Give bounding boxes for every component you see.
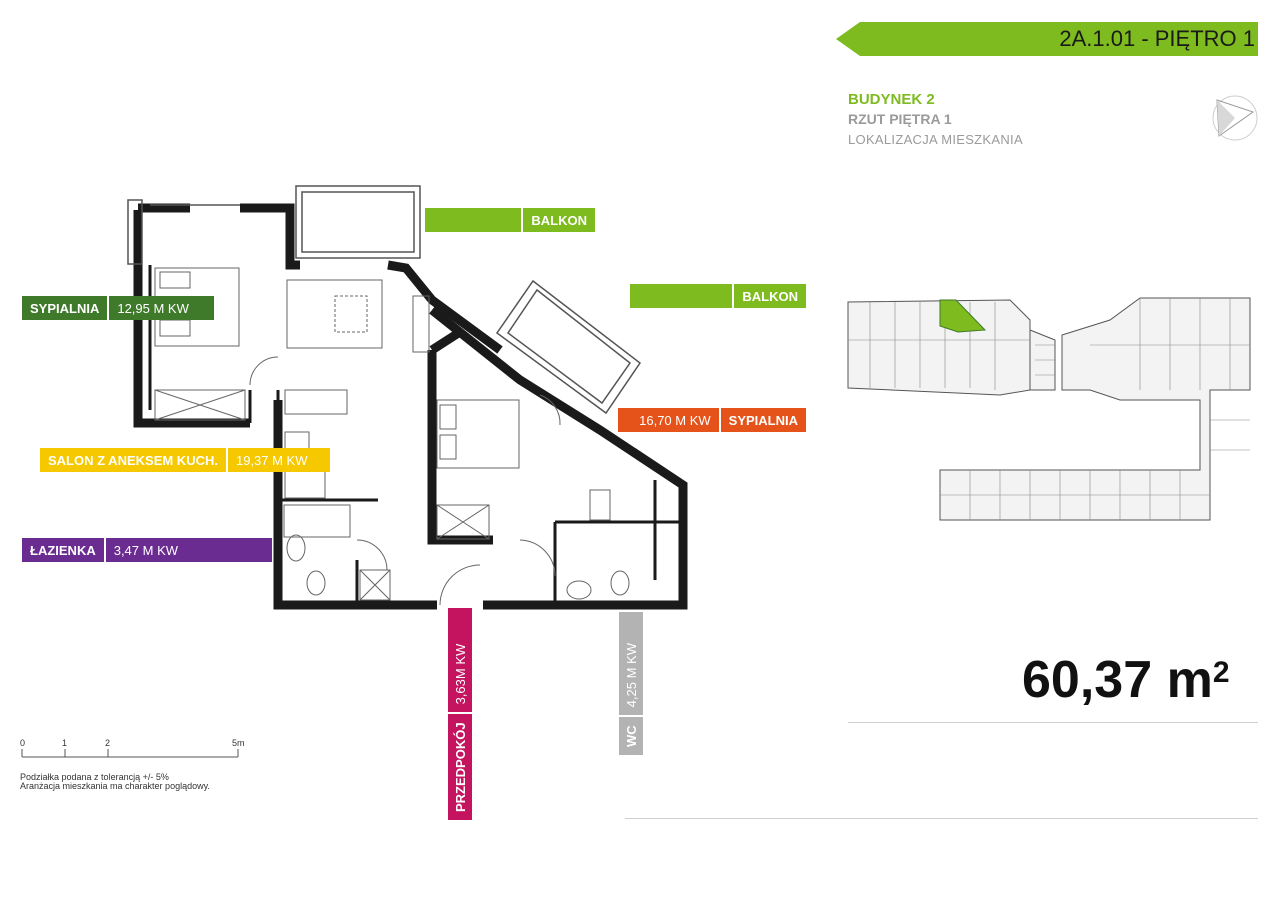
arrangement-note: Aranżacja mieszkania ma charakter pogląd… bbox=[20, 781, 210, 791]
location-label: LOKALIZACJA MIESZKANIA bbox=[848, 132, 1023, 147]
site-plan-map bbox=[847, 297, 1251, 521]
tolerance-note: Podziałka podana z tolerancją +/- 5% bbox=[20, 772, 169, 782]
divider bbox=[848, 722, 1258, 723]
divider-bottom bbox=[625, 818, 1258, 819]
scale-tick-2: 2 bbox=[105, 738, 111, 748]
floor-plan-title: RZUT PIĘTRA 1 bbox=[848, 111, 952, 127]
tag-salon: SALON Z ANEKSEM KUCH.19,37 M KW bbox=[40, 448, 330, 472]
apartment-location-highlight bbox=[939, 299, 987, 333]
scale-tick-0: 0 bbox=[20, 738, 26, 748]
compass-icon bbox=[1212, 95, 1258, 141]
tag-balkon-2: BALKON bbox=[630, 284, 806, 308]
apartment-code: 2A.1.01 bbox=[1059, 26, 1136, 51]
building-name: BUDYNEK 2 bbox=[848, 91, 935, 108]
floor-label: - PIĘTRO 1 bbox=[1135, 26, 1255, 51]
header-banner bbox=[836, 22, 1258, 56]
total-area: 60,37 m2 bbox=[1022, 651, 1230, 709]
apartment-floor-plan bbox=[127, 185, 688, 610]
apartment-title: 2A.1.01 - PIĘTRO 1 bbox=[1030, 26, 1255, 52]
scale-tick-1: 1 bbox=[62, 738, 68, 748]
scale-tick-5m: 5m bbox=[232, 738, 245, 748]
tag-balkon-1: BALKON bbox=[425, 208, 595, 232]
scale-bar bbox=[21, 749, 239, 758]
